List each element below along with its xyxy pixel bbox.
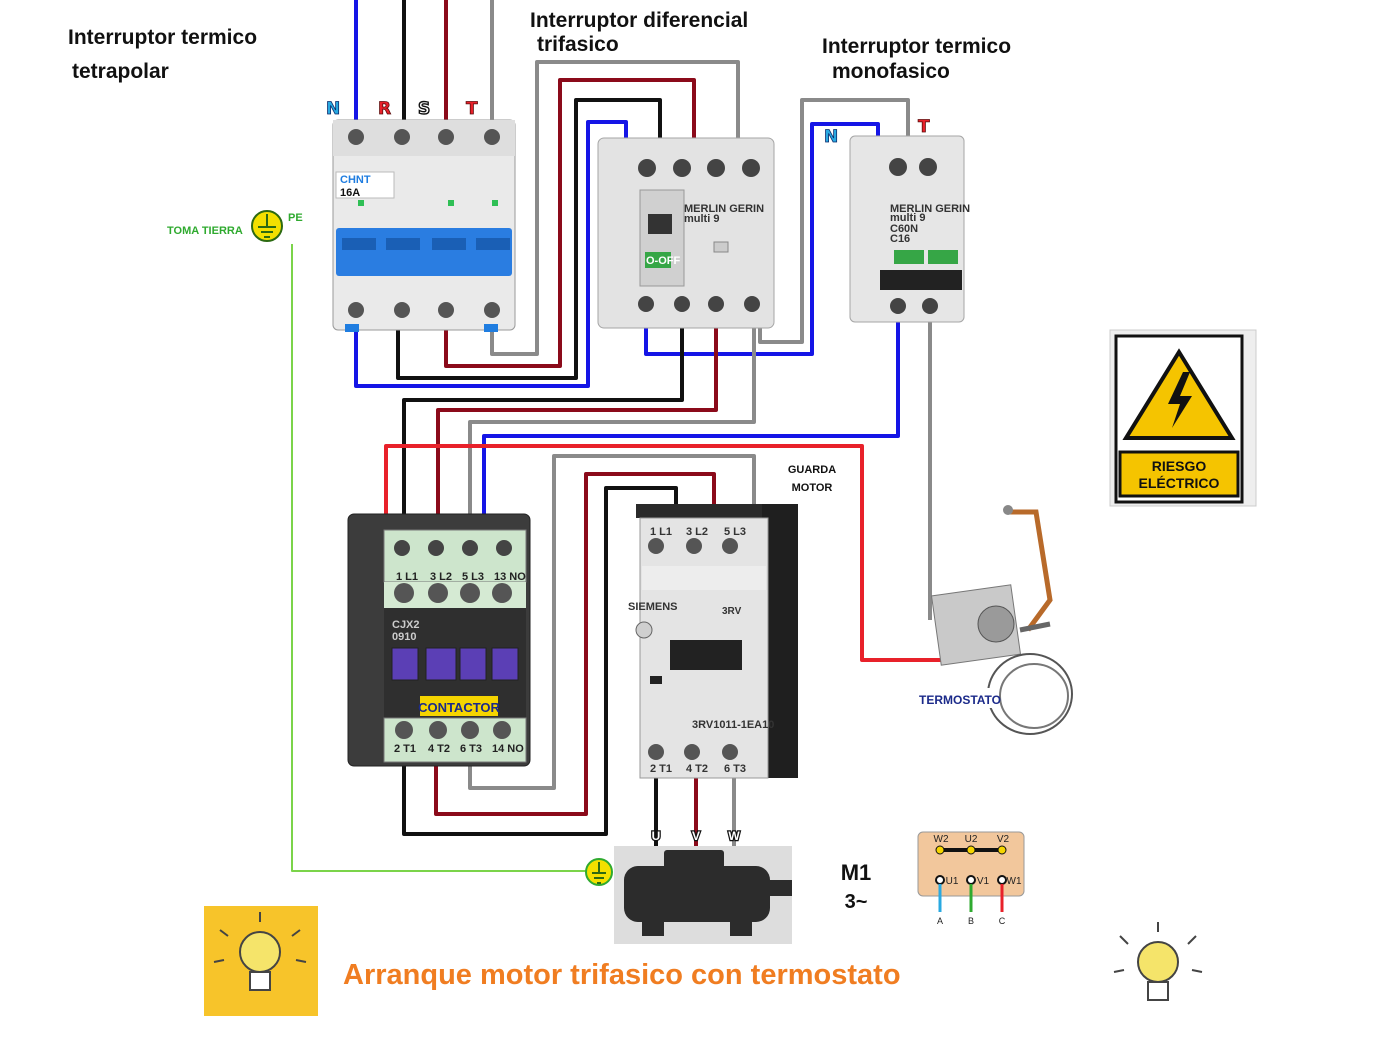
contactor-model: CJX2 xyxy=(392,619,420,631)
rcd-off-label: O-OFF xyxy=(646,255,680,267)
motor-name: M1 xyxy=(841,860,872,885)
rcd-model: multi 9 xyxy=(684,213,719,225)
box-phase-b: B xyxy=(968,916,974,926)
earth-terminal: TOMA TIERRA PE xyxy=(167,210,303,242)
contactor-term-14no: 14 NO xyxy=(492,743,524,755)
wire-s-breaker-to-rcd xyxy=(444,78,696,368)
breaker-4p: CHNT 16A xyxy=(332,119,516,332)
motor-guard-label-line1: GUARDA xyxy=(788,464,836,476)
warning-sign: RIESGO ELÉCTRICO xyxy=(1109,329,1257,507)
pe-label: PE xyxy=(288,212,303,224)
box-v2: V2 xyxy=(997,834,1010,845)
wire-t-contactor-to-guard xyxy=(468,454,756,790)
wire-r-contactor-to-guard xyxy=(402,486,678,836)
breaker-4p-top-screws xyxy=(348,129,500,145)
wire-r-rcd-to-contactor xyxy=(402,300,684,590)
wire-n-breaker-to-rcd xyxy=(354,120,628,388)
contactor-term-l1: 1 L1 xyxy=(396,571,418,583)
guard-brand: SIEMENS xyxy=(628,601,678,613)
guard-term-t3: 6 T3 xyxy=(724,763,746,775)
guard-term-t2: 4 T2 xyxy=(686,763,708,775)
wire-n-1p-to-coil xyxy=(482,318,900,540)
earth-label: TOMA TIERRA xyxy=(167,225,243,237)
breaker-4p-bottom-screws xyxy=(348,302,500,318)
thermostat: TERMOSTATO xyxy=(919,505,1073,735)
breaker-4p-title-line1: Interruptor termico xyxy=(68,26,257,49)
contactor-term-13no: 13 NO xyxy=(494,571,526,583)
breaker-1p-c60n: C60N xyxy=(890,223,918,235)
contactor-term-t3: 6 T3 xyxy=(460,743,482,755)
guard-term-t1: 2 T1 xyxy=(650,763,672,775)
motor-terminal-v: V xyxy=(692,829,700,843)
motor-guard: GUARDA MOTOR 1 L1 3 L2 5 L3 SIEMENS 3RV … xyxy=(628,464,836,779)
wire-s-contactor-to-guard xyxy=(434,472,716,816)
contactor-term-l3: 5 L3 xyxy=(462,571,484,583)
sign-line2: ELÉCTRICO xyxy=(1139,475,1220,491)
breaker-1p-brand: MERLIN GERIN xyxy=(890,203,970,215)
motor-terminal-u: U xyxy=(652,829,661,843)
guard-model: 3RV xyxy=(722,606,742,617)
label-n2: N xyxy=(824,127,838,147)
box-phase-c: C xyxy=(999,916,1006,926)
rcd-title-line2: trifasico xyxy=(537,33,619,56)
box-u2: U2 xyxy=(965,834,978,845)
contactor-code: 0910 xyxy=(392,631,416,643)
breaker-4p-title-line2: tetrapolar xyxy=(72,60,169,83)
bulb-right xyxy=(1113,922,1203,1001)
contactor-term-t2: 4 T2 xyxy=(428,743,450,755)
label-s: S xyxy=(418,99,430,119)
label-n: N xyxy=(326,99,340,119)
guard-term-l2: 3 L2 xyxy=(686,526,708,538)
light-bulb-icon-right xyxy=(1137,941,1179,983)
breaker-1p-n: MERLIN GERIN multi 9 C60N C16 xyxy=(849,135,970,323)
box-w2: W2 xyxy=(934,834,949,845)
wire-t-rcd-to-1p xyxy=(758,98,910,344)
wire-s-rcd-to-contactor xyxy=(436,300,718,590)
wire-n-rcd-to-1p xyxy=(644,122,880,356)
wires xyxy=(291,0,960,872)
guard-term-l1: 1 L1 xyxy=(650,526,672,538)
breaker-1p-title-line1: Interruptor termico xyxy=(822,35,1011,58)
box-w1: W1 xyxy=(1007,876,1022,887)
phase-labels: N R S T N T xyxy=(326,98,931,147)
contactor: 1 L1 3 L2 5 L3 13 NO CJX2 0910 CONTACTOR… xyxy=(347,513,531,767)
contactor-term-t1: 2 T1 xyxy=(394,743,416,755)
breaker-4p-rating: 16A xyxy=(340,187,360,199)
wire-earth xyxy=(291,244,586,872)
sign-line1: RIESGO xyxy=(1152,458,1207,474)
guard-code: 3RV1011-1EA10 xyxy=(692,719,774,731)
thermostat-label: TERMOSTATO xyxy=(919,693,1001,707)
motor-terminal-box: W2 U2 V2 U1 V1 W1 A B C xyxy=(917,831,1025,926)
wire-r-breaker-to-rcd xyxy=(396,98,662,380)
wire-t-rcd-to-contactor xyxy=(468,300,756,590)
bulb-tile-left xyxy=(204,906,318,1016)
box-v1: V1 xyxy=(977,876,990,887)
box-phase-a: A xyxy=(937,916,943,926)
footer-title: Arranque motor trifasico con termostato xyxy=(343,959,901,991)
label-t2: T xyxy=(918,117,930,137)
wire-t-breaker-to-rcd xyxy=(490,60,740,356)
motor-m1: U V W M1 3~ xyxy=(585,828,872,944)
breaker-1p-c16: C16 xyxy=(890,233,910,245)
wire-coil-red xyxy=(384,444,960,662)
box-u1: U1 xyxy=(946,876,959,887)
motor-phase-symbol: 3~ xyxy=(845,891,868,913)
breaker-4p-brand: CHNT xyxy=(340,174,371,186)
motor-guard-label-line2: MOTOR xyxy=(792,482,833,494)
contactor-term-l2: 3 L2 xyxy=(430,571,452,583)
guard-term-l3: 5 L3 xyxy=(724,526,746,538)
breaker-1p-model: multi 9 xyxy=(890,212,925,224)
label-t: T xyxy=(466,99,478,119)
rcd-brand: MERLIN GERIN xyxy=(684,203,764,215)
label-r: R xyxy=(378,99,391,119)
rcd-title-line1: Interruptor diferencial xyxy=(530,9,748,32)
breaker-1p-title-line2: monofasico xyxy=(832,60,950,83)
light-bulb-icon xyxy=(239,931,281,973)
rcd-differential: O-OFF MERLIN GERIN multi 9 xyxy=(597,137,775,329)
motor-terminal-w: W xyxy=(728,829,740,843)
contactor-label: CONTACTOR xyxy=(418,700,500,715)
